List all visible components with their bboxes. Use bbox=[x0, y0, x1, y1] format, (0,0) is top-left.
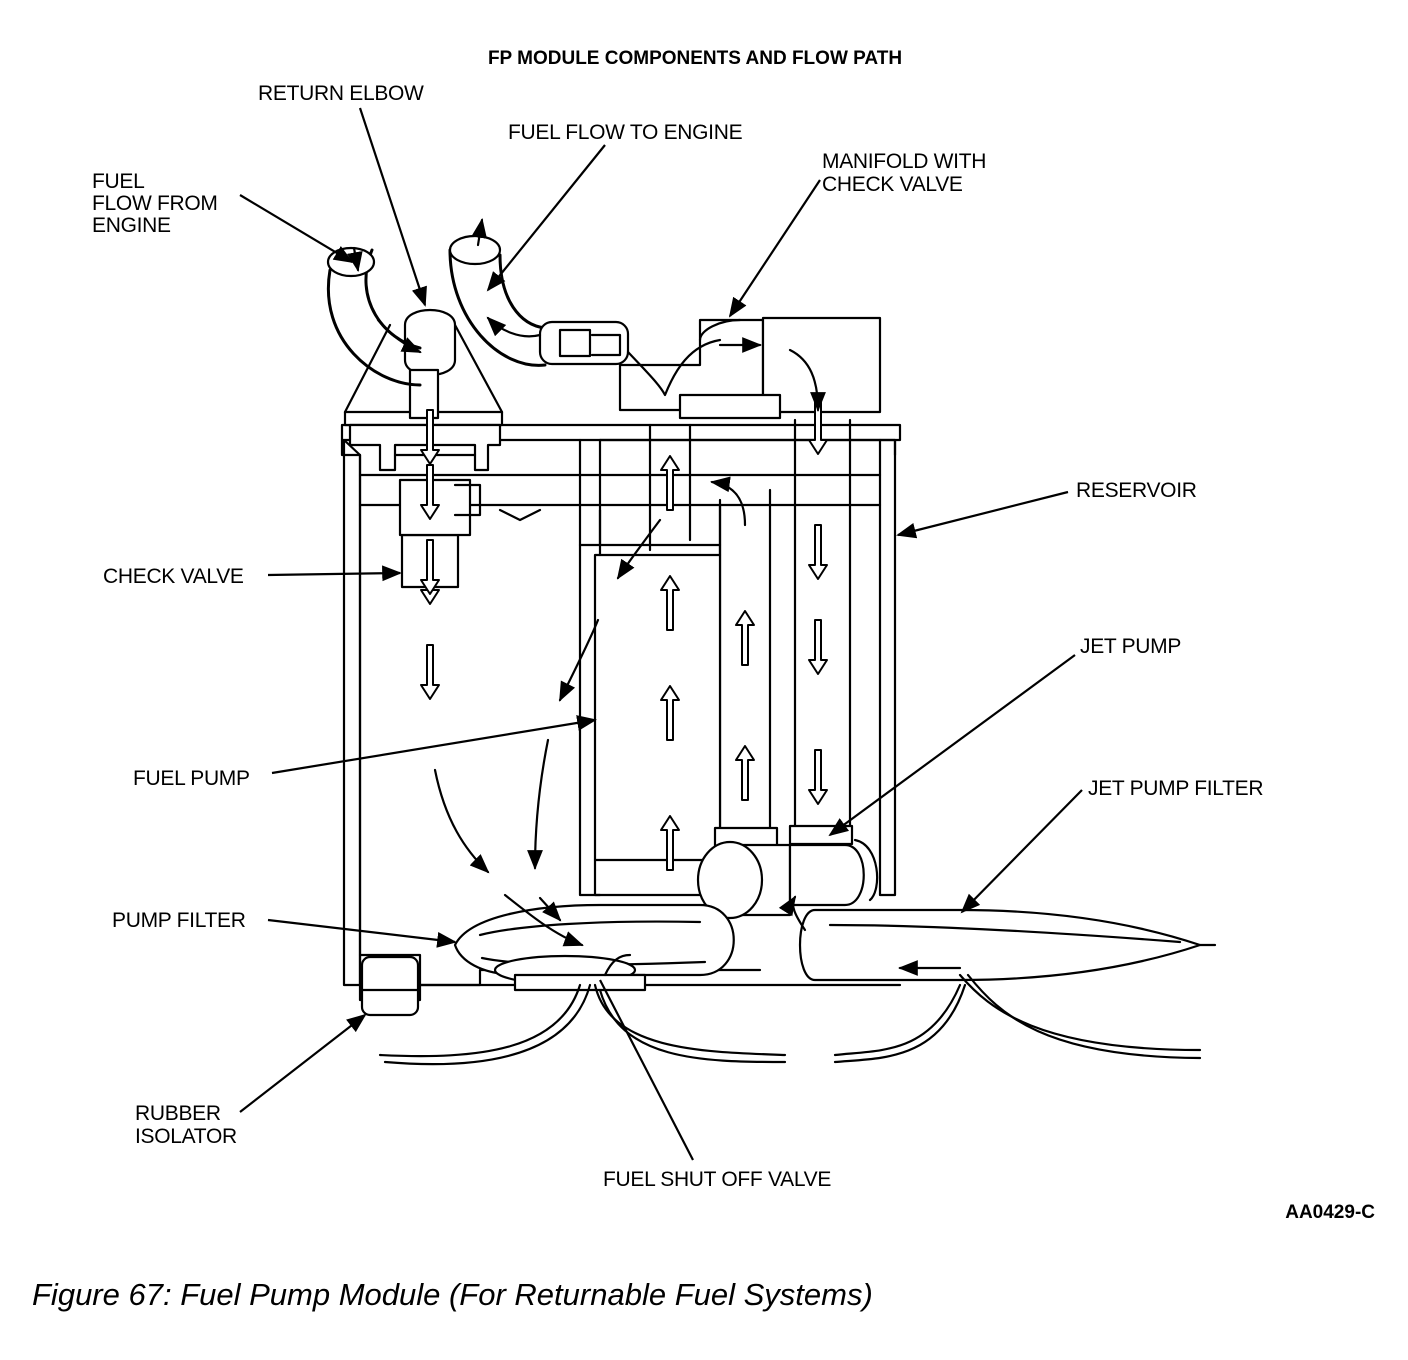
jet-pump-label: JET PUMP bbox=[1080, 635, 1181, 658]
figure-caption: Figure 67: Fuel Pump Module (For Returna… bbox=[32, 1277, 873, 1312]
label-jet-pump: JET PUMP bbox=[828, 635, 1181, 837]
return-elbow-label: RETURN ELBOW bbox=[258, 82, 424, 105]
fuel-flow-from-engine-label-2: FLOW FROM bbox=[92, 192, 218, 215]
label-fuel-flow-from-engine: FUEL FLOW FROM ENGINE bbox=[92, 170, 354, 264]
manifold bbox=[618, 316, 882, 420]
fuel-flow-to-engine-label: FUEL FLOW TO ENGINE bbox=[508, 121, 743, 144]
fuel-flow-from-engine-label-3: ENGINE bbox=[92, 214, 171, 237]
label-rubber-isolator: RUBBER ISOLATOR bbox=[135, 1013, 367, 1148]
rubber-isolator-label-2: ISOLATOR bbox=[135, 1125, 237, 1148]
flow-arrows bbox=[347, 218, 962, 977]
cover-plate bbox=[343, 308, 504, 472]
label-reservoir: RESERVOIR bbox=[896, 479, 1197, 539]
label-jet-pump-filter: JET PUMP FILTER bbox=[960, 777, 1264, 914]
fuel-shut-off-valve-label: FUEL SHUT OFF VALVE bbox=[603, 1168, 831, 1191]
label-return-elbow: RETURN ELBOW bbox=[258, 82, 427, 307]
figure-code: AA0429-C bbox=[1285, 1202, 1375, 1223]
label-pump-filter: PUMP FILTER bbox=[112, 909, 457, 948]
label-fuel-pump: FUEL PUMP bbox=[133, 715, 597, 790]
fuel-pump-body bbox=[578, 503, 722, 897]
manifold-label-1: MANIFOLD WITH bbox=[822, 150, 986, 173]
supply-hose bbox=[448, 234, 547, 367]
inline-connector bbox=[538, 320, 630, 366]
pump-filter bbox=[453, 903, 735, 992]
module-drawing bbox=[326, 218, 1217, 1066]
manifold-label-2: CHECK VALVE bbox=[822, 173, 963, 196]
check-valve-body bbox=[398, 464, 482, 595]
label-fuel-flow-to-engine: FUEL FLOW TO ENGINE bbox=[486, 121, 743, 292]
pump-filter-label: PUMP FILTER bbox=[112, 909, 246, 932]
diagram-title: FP MODULE COMPONENTS AND FLOW PATH bbox=[488, 48, 902, 69]
jet-pump-assembly bbox=[696, 824, 879, 920]
rubber-isolator bbox=[360, 955, 420, 1017]
label-check-valve: CHECK VALVE bbox=[103, 565, 402, 588]
fuel-pump-label: FUEL PUMP bbox=[133, 767, 250, 790]
label-fuel-shut-off-valve: FUEL SHUT OFF VALVE bbox=[599, 979, 832, 1191]
fuel-flow-from-engine-label-1: FUEL bbox=[92, 170, 144, 193]
check-valve-label: CHECK VALVE bbox=[103, 565, 244, 588]
wiring bbox=[378, 973, 1202, 1066]
jet-pump-filter bbox=[799, 908, 1217, 982]
reservoir-label: RESERVOIR bbox=[1076, 479, 1197, 502]
jet-pump-filter-label: JET PUMP FILTER bbox=[1088, 777, 1263, 800]
rubber-isolator-label-1: RUBBER bbox=[135, 1102, 221, 1125]
label-manifold-check-valve: MANIFOLD WITH CHECK VALVE bbox=[728, 150, 986, 318]
